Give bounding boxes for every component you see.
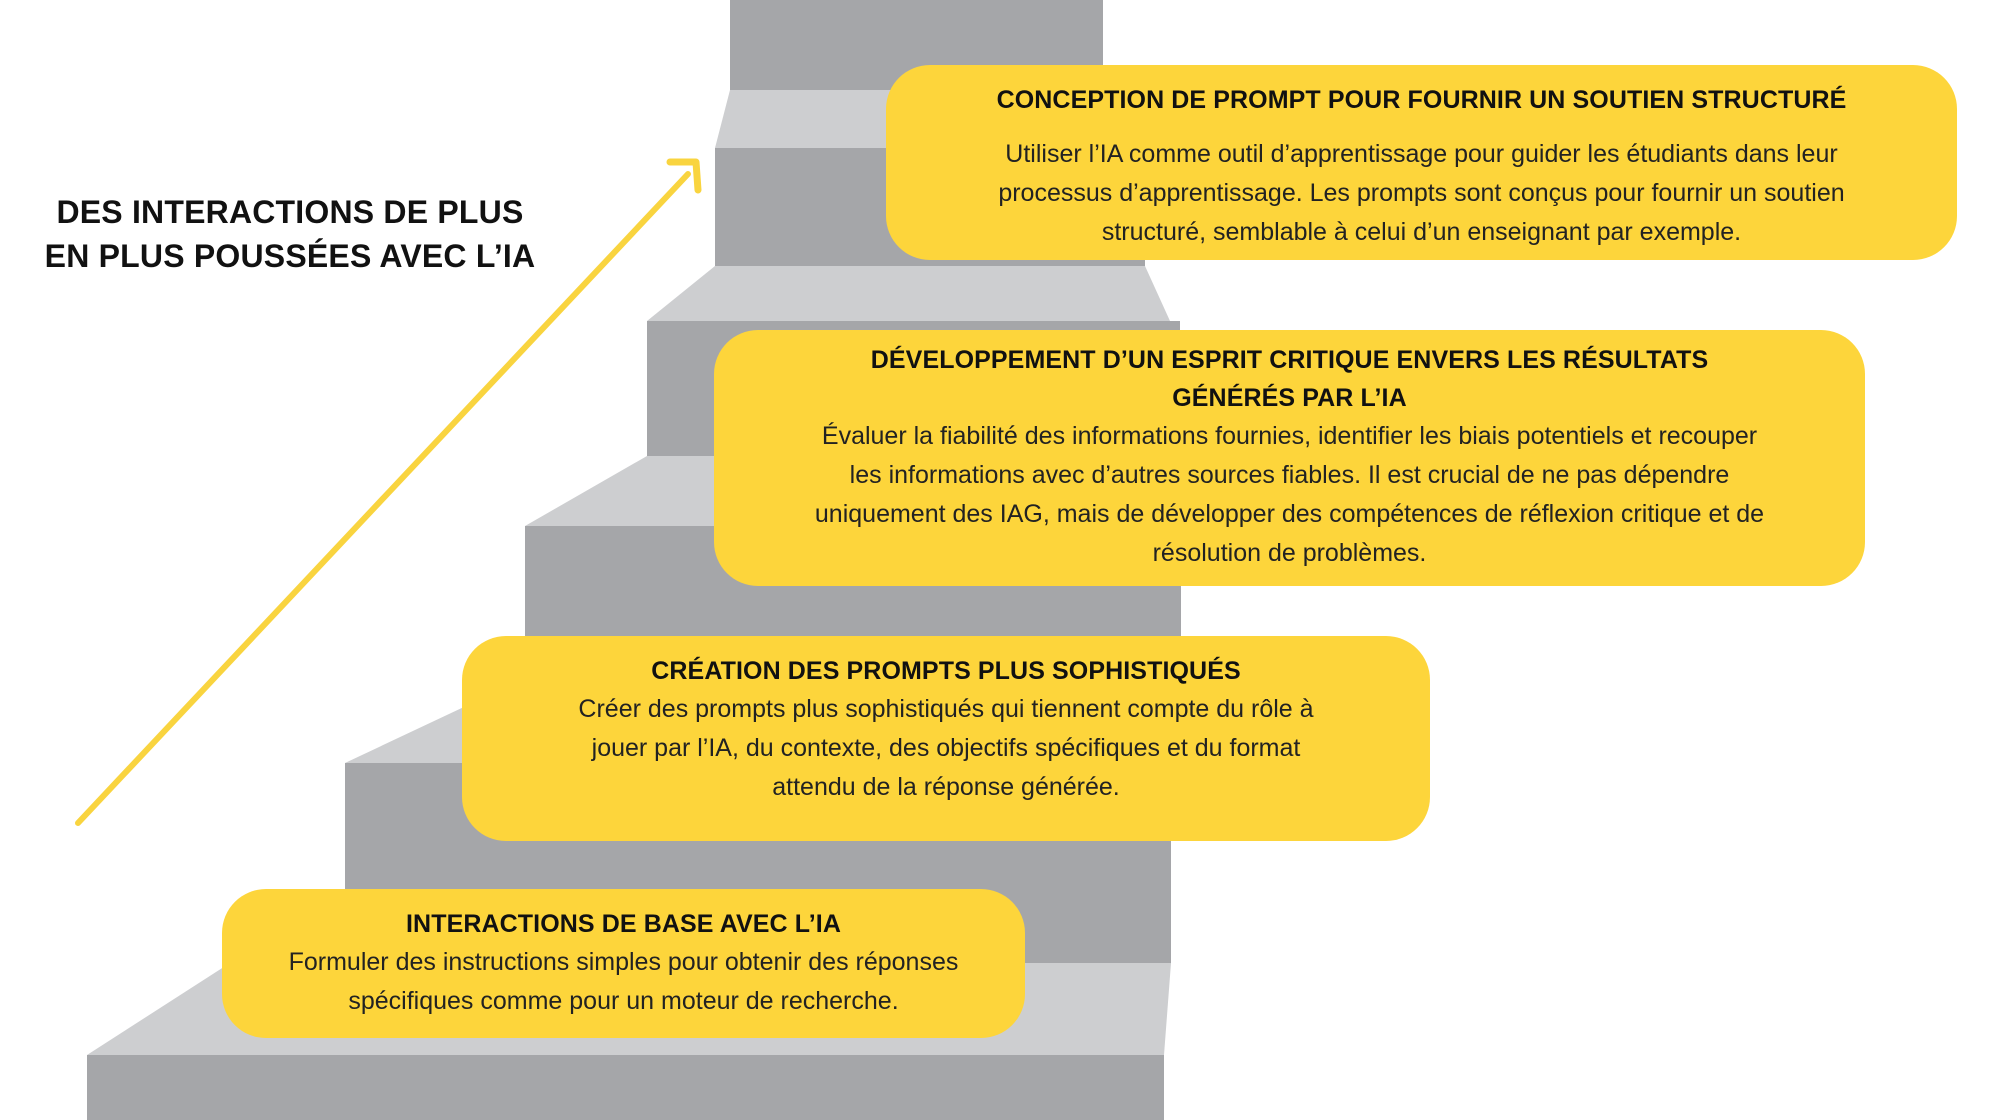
step-title: INTERACTIONS DE BASE AVEC L’IA: [406, 910, 841, 938]
step-card-sophisticated-prompts: CRÉATION DES PROMPTS PLUS SOPHISTIQUÉS C…: [462, 636, 1430, 841]
step-title-line: GÉNÉRÉS PAR L’IA: [1172, 384, 1407, 412]
step-description-line: Formuler des instructions simples pour o…: [288, 948, 959, 976]
arrow-head-icon: [666, 158, 702, 194]
stair-tread-2-edge: [345, 706, 466, 763]
step-title: CRÉATION DES PROMPTS PLUS SOPHISTIQUÉS: [651, 657, 1241, 685]
step-title: CONCEPTION DE PROMPT POUR FOURNIR UN SOU…: [996, 86, 1847, 114]
step-description-line: les informations avec d’autres sources f…: [849, 461, 1730, 489]
side-title-line-2: EN PLUS POUSSÉES AVEC L’IA: [44, 238, 536, 274]
side-title: DES INTERACTIONS DE PLUS EN PLUS POUSSÉE…: [30, 190, 550, 278]
step-description-line: résolution de problèmes.: [1152, 539, 1427, 567]
side-title-line-1: DES INTERACTIONS DE PLUS: [56, 194, 524, 230]
step-description-line: structuré, semblable à celui d’un enseig…: [1101, 218, 1742, 246]
step-description: Créer des prompts plus sophistiqués qui …: [512, 690, 1380, 807]
step-card-critical-thinking: DÉVELOPPEMENT D’UN ESPRIT CRITIQUE ENVER…: [714, 330, 1865, 586]
progress-arrow-line: [75, 171, 691, 826]
step-description-line: processus d’apprentissage. Les prompts s…: [998, 179, 1845, 207]
step-description-line: jouer par l’IA, du contexte, des objecti…: [591, 734, 1301, 762]
step-description-line: spécifiques comme pour un moteur de rech…: [348, 987, 899, 1015]
step-card-basic-interactions: INTERACTIONS DE BASE AVEC L’IA Formuler …: [222, 889, 1025, 1038]
step-title: DÉVELOPPEMENT D’UN ESPRIT CRITIQUE ENVER…: [744, 341, 1835, 417]
stair-tread-4: [647, 266, 1170, 321]
step-description-line: uniquement des IAG, mais de développer d…: [814, 500, 1765, 528]
step-card-structured-support: CONCEPTION DE PROMPT POUR FOURNIR UN SOU…: [886, 65, 1957, 260]
stair-riser-1: [87, 1055, 1164, 1120]
step-description-line: Évaluer la fiabilité des informations fo…: [821, 422, 1758, 450]
step-description: Utiliser l’IA comme outil d’apprentissag…: [946, 135, 1897, 252]
step-description: Évaluer la fiabilité des informations fo…: [744, 417, 1835, 573]
step-description-line: Utiliser l’IA comme outil d’apprentissag…: [1005, 140, 1838, 168]
step-title-line: DÉVELOPPEMENT D’UN ESPRIT CRITIQUE ENVER…: [870, 346, 1709, 374]
step-description-line: Créer des prompts plus sophistiqués qui …: [578, 695, 1314, 723]
step-description-line: attendu de la réponse générée.: [772, 773, 1120, 801]
step-description: Formuler des instructions simples pour o…: [252, 943, 995, 1021]
